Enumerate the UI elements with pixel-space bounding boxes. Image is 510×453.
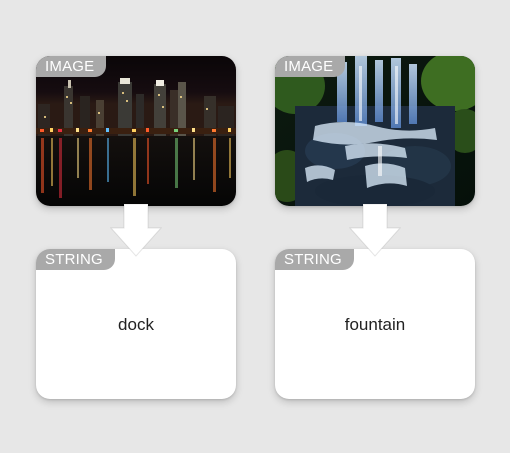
image-card: IMAGE <box>275 56 475 206</box>
waterfall-image <box>275 56 475 206</box>
city-skyline-image <box>36 56 236 206</box>
string-value: fountain <box>344 315 406 334</box>
string-card: STRING fountain <box>275 249 475 399</box>
down-arrow-icon <box>109 204 163 257</box>
string-card: STRING dock <box>36 249 236 399</box>
image-card: IMAGE <box>36 56 236 206</box>
down-arrow-icon <box>348 204 402 257</box>
image-type-tag: IMAGE <box>275 56 346 77</box>
string-value: dock <box>118 315 154 334</box>
string-type-tag: STRING <box>275 249 354 270</box>
image-type-tag: IMAGE <box>36 56 107 77</box>
pair-column-right: IMAGE STRING fountain <box>275 0 475 453</box>
string-type-tag: STRING <box>36 249 115 270</box>
pair-column-left: IMAGE STRING dock <box>36 0 236 453</box>
